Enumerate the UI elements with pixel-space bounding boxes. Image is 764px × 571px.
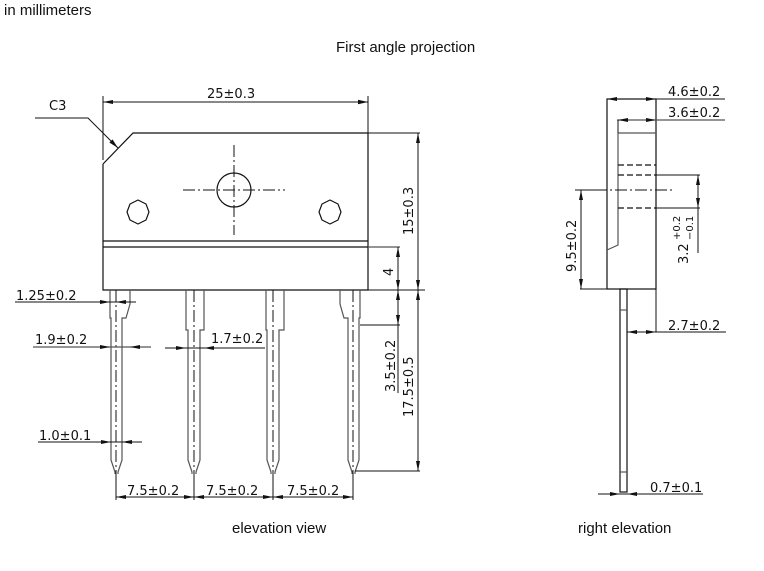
elevation-view-caption: elevation view: [232, 520, 327, 537]
dim-lead-root-width-label: 1.25±0.2: [16, 289, 77, 304]
dim-body-height: 15±0.3: [368, 132, 420, 290]
projection-note: First angle projection: [336, 39, 476, 56]
dim-lead-thickness: 0.7±0.1: [598, 481, 703, 496]
right-elevation-caption: right elevation: [578, 520, 672, 537]
dim-hole-diameter-tol-lower: −0.1: [685, 216, 696, 240]
dim-lead-tip-width: 1.0±0.1: [38, 429, 142, 444]
dim-body-width-label: 25±0.3: [207, 87, 255, 102]
dim-lead-shoulder-label: 3.5±0.2: [384, 340, 399, 392]
side-lead: [619, 288, 628, 493]
dim-lead-middle-width-label: 1.7±0.2: [211, 332, 263, 347]
dim-heatsink-thickness-label: 3.6±0.2: [668, 106, 720, 121]
chamfer-label: C3: [49, 99, 66, 114]
lead-4: [339, 290, 361, 474]
dim-body-width: 25±0.3: [102, 87, 369, 160]
dim-hole-height-label: 9.5±0.2: [565, 220, 580, 272]
dim-lead-shoulder-width: 1.9±0.2: [33, 333, 151, 349]
dim-lead-middle-width: 1.7±0.2: [165, 332, 265, 350]
mounting-hole: [183, 145, 285, 235]
dim-hole-diameter-tol-upper: +0.2: [672, 216, 683, 240]
dim-lead-root-width: 1.25±0.2: [15, 289, 136, 304]
side-body: [575, 98, 672, 290]
dim-lead-shoulder-width-label: 1.9±0.2: [35, 333, 87, 348]
dim-lead-tip-width-label: 1.0±0.1: [39, 429, 91, 444]
dim-pitch-3-label: 7.5±0.2: [287, 484, 339, 499]
dim-heatsink-thickness: 3.6±0.2: [617, 106, 725, 133]
dim-total-thickness: 4.6±0.2: [607, 85, 725, 101]
lead-2: [185, 290, 205, 474]
right-pin-mark: [318, 199, 342, 225]
dim-hole-height: 9.5±0.2: [565, 189, 607, 290]
chamfer-callout: C3: [35, 99, 119, 149]
package-body: [102, 132, 400, 291]
lead-1: [109, 290, 131, 474]
dim-lead-offset-label: 2.7±0.2: [668, 319, 720, 334]
lead-3: [265, 290, 285, 474]
dim-lead-thickness-label: 0.7±0.1: [650, 481, 702, 496]
dim-pitch-1-label: 7.5±0.2: [127, 484, 179, 499]
dim-lead-shoulder: 3.5±0.2: [360, 270, 400, 393]
dim-hole-diameter: 3.2 +0.2 −0.1: [656, 174, 700, 264]
dim-lead-length-label: 17.5±0.5: [402, 356, 417, 417]
dim-step-height: 4: [382, 247, 400, 290]
dim-total-thickness-label: 4.6±0.2: [668, 85, 720, 100]
dim-lead-pitch: 7.5±0.2 7.5±0.2 7.5±0.2: [115, 474, 354, 500]
dim-lead-offset: 2.7±0.2: [627, 289, 726, 334]
dim-pitch-2-label: 7.5±0.2: [206, 484, 258, 499]
elevation-view: C3 25±0.3: [15, 87, 425, 500]
units-note: in millimeters: [4, 2, 92, 19]
left-pin-mark: [126, 199, 150, 225]
dim-lead-length: 17.5±0.5: [355, 290, 420, 472]
right-elevation-view: 4.6±0.2 3.6±0.2 9.5±0.2 3.2 +0.2: [565, 85, 726, 496]
dim-hole-diameter-base: 3.2: [677, 243, 692, 264]
dim-body-height-label: 15±0.3: [402, 187, 417, 235]
dim-step-height-label: 4: [382, 268, 397, 276]
